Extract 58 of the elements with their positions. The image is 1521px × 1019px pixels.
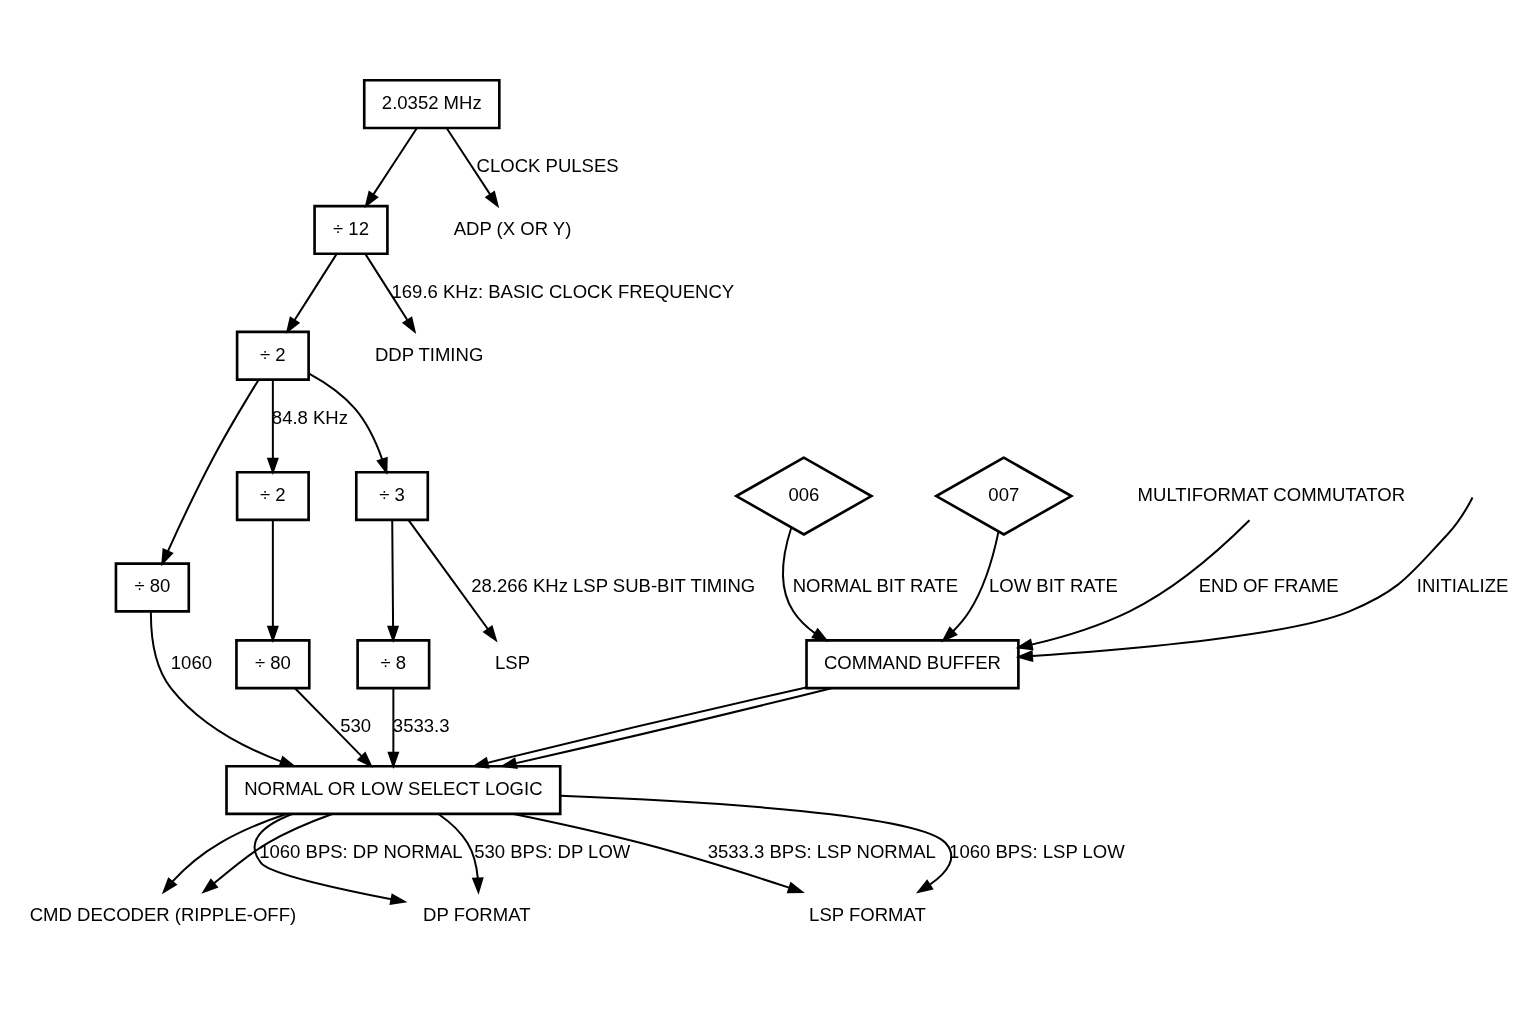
edge-label: 1060 BPS: LSP LOW [949, 840, 1125, 862]
arrow [266, 518, 279, 643]
arrow [941, 530, 1000, 642]
arrow [201, 812, 334, 894]
edge-label: 3533.3 [392, 714, 450, 736]
edge-label: 1060 [170, 651, 213, 673]
node-box: 2.0352 MHz [362, 78, 501, 129]
node-box: ÷ 12 [313, 204, 389, 255]
edge-label: END OF FRAME [1198, 574, 1339, 596]
node-text: MULTIFORMAT COMMUTATOR [1137, 483, 1406, 505]
edge-label: 530 BPS: DP LOW [474, 840, 631, 862]
node-text: DP FORMAT [423, 903, 531, 925]
edge-label: 3533.3 BPS: LSP NORMAL [707, 840, 936, 862]
edge-label: 530 [340, 714, 372, 736]
arrow [161, 812, 288, 894]
arrow [471, 685, 808, 769]
arrow [364, 126, 418, 208]
arrow [364, 252, 417, 334]
arrow [293, 686, 374, 768]
edge-label: 1060 BPS: DP NORMAL [259, 840, 463, 862]
arrow [782, 526, 829, 642]
edge-label: 169.6 KHz: BASIC CLOCK FREQUENCY [391, 280, 735, 302]
edge-label: INITIALIZE [1416, 574, 1509, 596]
node-box: ÷ 80 [114, 561, 191, 613]
node-box: ÷ 8 [356, 638, 431, 689]
edge-label: CLOCK PULSES [476, 154, 619, 176]
node-box: NORMAL OR LOW SELECT LOGIC [225, 764, 562, 815]
node-box: ÷ 3 [354, 470, 430, 521]
arrow [559, 794, 953, 893]
arrow [407, 518, 498, 642]
arrow [499, 686, 833, 769]
node-box: ÷ 2 [235, 330, 310, 381]
arrow [253, 812, 408, 905]
node-diamond: 006 [733, 455, 875, 536]
edge-label: LOW BIT RATE [989, 574, 1118, 596]
edge-label: 28.266 KHz LSP SUB-BIT TIMING [471, 574, 756, 596]
arrow [149, 609, 297, 767]
arrow [285, 252, 338, 334]
arrow [387, 518, 400, 643]
arrow [437, 812, 484, 895]
edge-label: NORMAL BIT RATE [792, 574, 959, 596]
arrow [161, 378, 260, 566]
arrow [1015, 496, 1474, 662]
arrow [266, 378, 279, 475]
arrow [387, 686, 400, 769]
arrow [512, 812, 805, 893]
node-diamond: 007 [933, 455, 1075, 536]
arrow [307, 371, 388, 475]
arrow [445, 126, 500, 208]
node-text: LSP [495, 651, 531, 673]
arrow [1015, 518, 1251, 650]
node-box: ÷ 2 [235, 470, 310, 521]
node-box: COMMAND BUFFER [805, 638, 1020, 689]
node-text: CMD DECODER (RIPPLE-OFF) [29, 903, 297, 925]
node-text: ADP (X OR Y) [453, 217, 572, 239]
node-text: LSP FORMAT [809, 903, 926, 925]
node-box: ÷ 80 [235, 638, 311, 689]
node-text: DDP TIMING [374, 343, 484, 365]
